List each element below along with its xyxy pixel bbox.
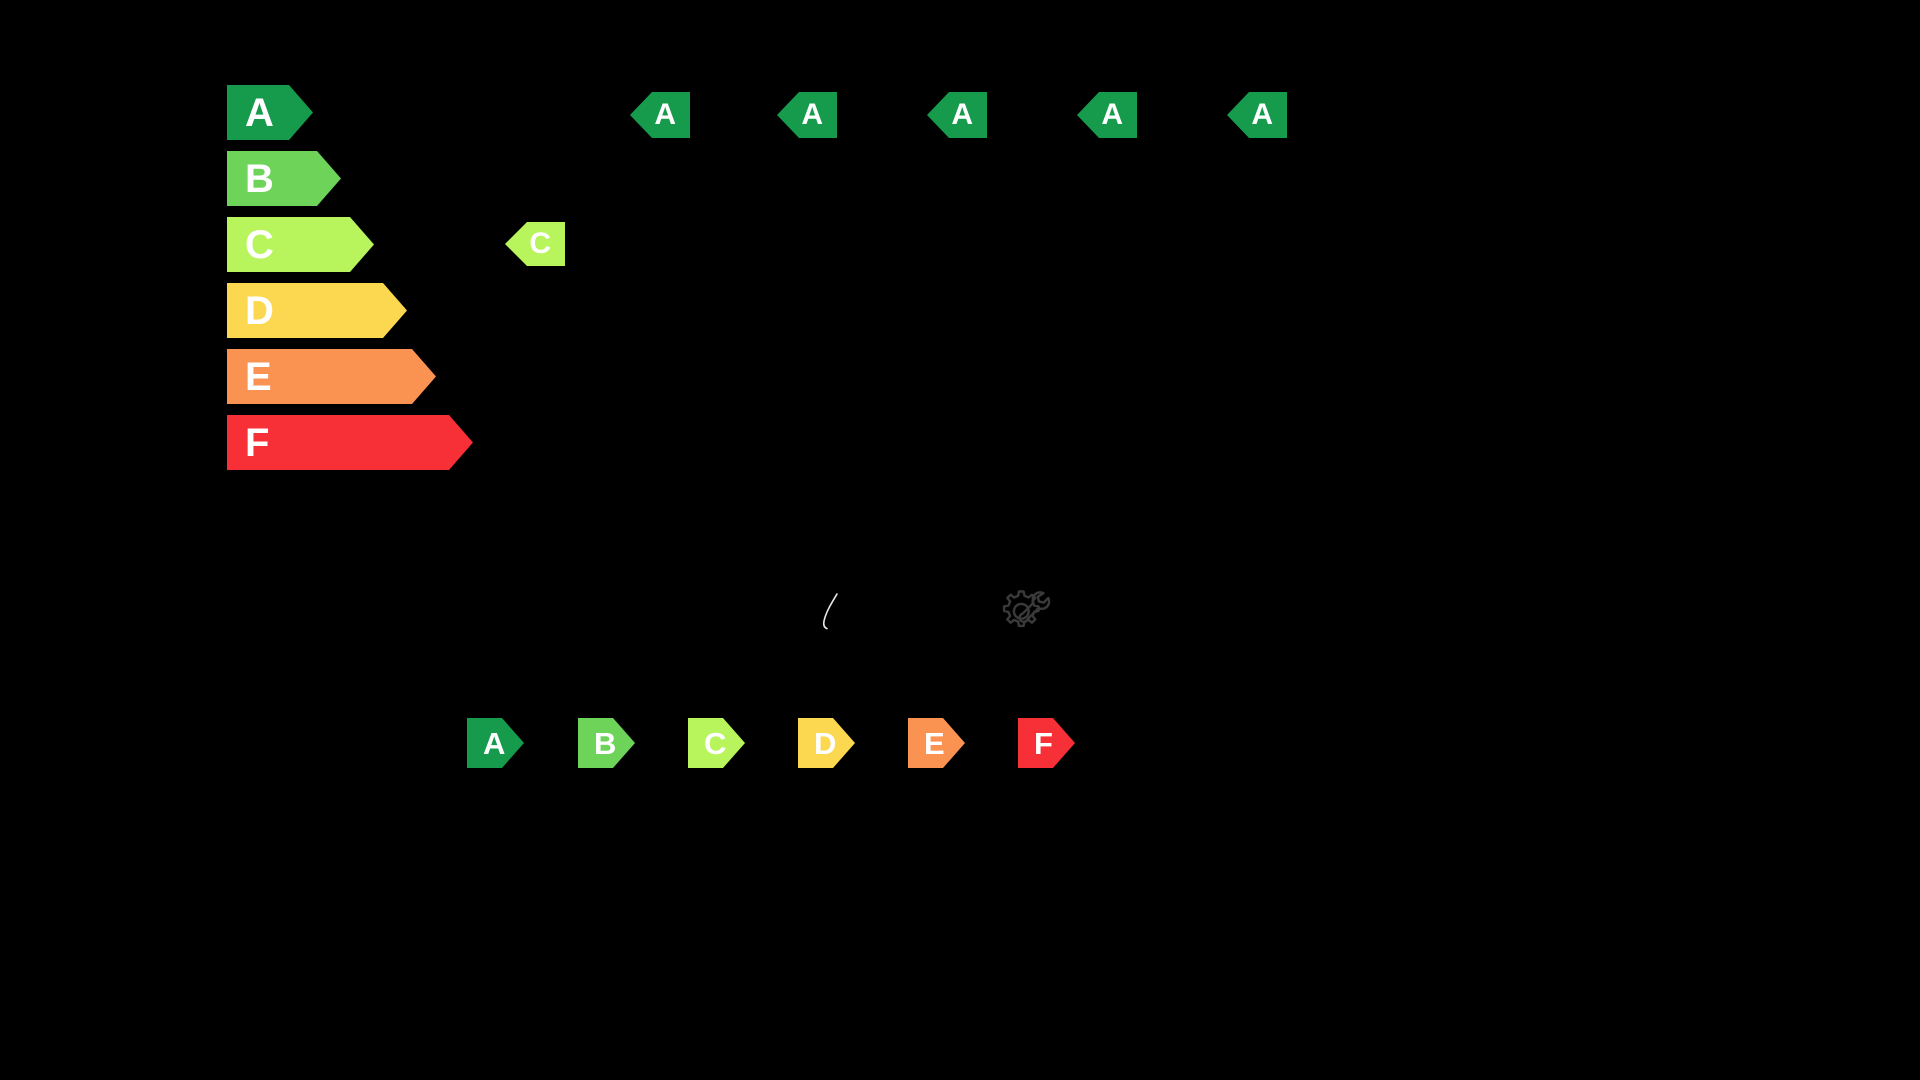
top-marker-label: A (1101, 98, 1123, 131)
scale-bar-f-5: F (227, 415, 473, 470)
legend-item-label: D (814, 725, 837, 761)
top-marker-label: A (1251, 98, 1273, 131)
top-marker-a-4: A (1227, 92, 1287, 138)
scale-bar-d-3: D (227, 283, 407, 338)
top-marker-label: A (654, 98, 676, 131)
top-marker-label: A (801, 98, 823, 131)
legend-item-b-1: B (578, 718, 635, 768)
top-marker-a-1: A (777, 92, 837, 138)
marker-label: C (529, 227, 551, 260)
scale-bar-b-1: B (227, 151, 341, 206)
marker-c-0: C (505, 222, 565, 266)
top-marker-a-0: A (630, 92, 690, 138)
scale-bar-e-4: E (227, 349, 436, 404)
legend-item-f-5: F (1018, 718, 1075, 768)
legend-item-d-3: D (798, 718, 855, 768)
scale-bar-label: F (245, 420, 270, 465)
scale-bar-label: E (245, 354, 272, 399)
top-marker-a-2: A (927, 92, 987, 138)
legend-item-label: A (483, 725, 506, 761)
partial-stroke-glyph (815, 590, 849, 634)
legend-item-label: E (924, 725, 945, 761)
scale-bar-label: D (245, 288, 274, 333)
legend-item-label: C (704, 725, 727, 761)
scale-bar-label: C (245, 222, 274, 267)
legend-item-label: B (594, 725, 617, 761)
top-marker-a-3: A (1077, 92, 1137, 138)
scale-bar-label: A (245, 90, 274, 135)
gear-wrench-icon (995, 585, 1053, 639)
legend-item-c-2: C (688, 718, 745, 768)
top-marker-label: A (951, 98, 973, 131)
rating-legend: A B C D E F (0, 718, 1920, 768)
legend-item-label: F (1034, 725, 1053, 761)
secondary-rating-marker: C (0, 222, 1920, 266)
legend-item-a-0: A (467, 718, 524, 768)
scale-bar-label: B (245, 156, 274, 201)
scale-bar-c-2: C (227, 217, 374, 272)
legend-item-e-4: E (908, 718, 965, 768)
